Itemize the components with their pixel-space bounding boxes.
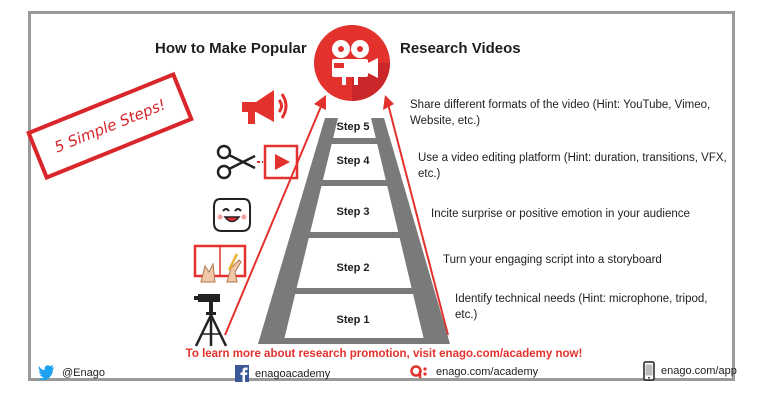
ladder-rung [295,232,407,238]
step-5-label: Step 5 [336,121,369,133]
tripod-camera-icon [194,294,228,347]
facebook-handle: enagoacademy [255,367,331,380]
arrow-right [387,103,449,336]
video-camera-logo-icon [314,25,390,101]
step-5-text: Share different formats of the video (Hi… [410,99,711,127]
smiley-face-icon [213,198,251,232]
scissors-film-icon [216,144,299,180]
twitter-handle: @Enago [62,366,105,379]
ladder-left-rail [258,118,338,344]
cta-text: To learn more about research promotion, … [185,348,583,360]
step-2-label: Step 2 [336,262,369,274]
app-link: enago.com/app [661,365,737,377]
step-4-label: Step 4 [336,155,370,167]
enago-logo-icon [410,365,427,378]
storyboard-icon [193,244,247,283]
ladder-rung [328,138,379,144]
step-3-text: Incite surprise or positive emotion in y… [431,208,690,220]
footer-twitter[interactable]: @Enago [38,365,105,380]
step-1-label: Step 1 [336,314,369,326]
ladder-right-rail [371,118,450,344]
smartphone-icon [643,361,655,381]
step-1-text: Identify technical needs (Hint: micropho… [455,293,708,321]
footer-facebook[interactable]: enagoacademy [235,365,330,382]
step-3-label: Step 3 [336,206,369,218]
ladder-rung [313,180,391,186]
title-left: How to Make Popular [155,40,307,57]
twitter-icon [38,365,55,380]
arrow-left [224,103,323,336]
footer-app[interactable]: enago.com/app [643,361,737,381]
ladder-rungs [258,138,437,344]
arrow-right-head [383,95,394,110]
step-4-text: Use a video editing platform (Hint: dura… [418,152,727,180]
ladder-rung [258,338,437,344]
title-right: Research Videos [400,40,521,57]
step-2-text: Turn your engaging script into a storybo… [443,254,662,266]
arrow-left-head [314,95,326,110]
ladder-rung [275,288,423,294]
web-link: enago.com/academy [436,366,539,378]
facebook-icon [235,365,249,382]
infographic-frame [28,11,735,381]
megaphone-icon [242,90,288,124]
footer-web[interactable]: enago.com/academy [410,365,538,379]
